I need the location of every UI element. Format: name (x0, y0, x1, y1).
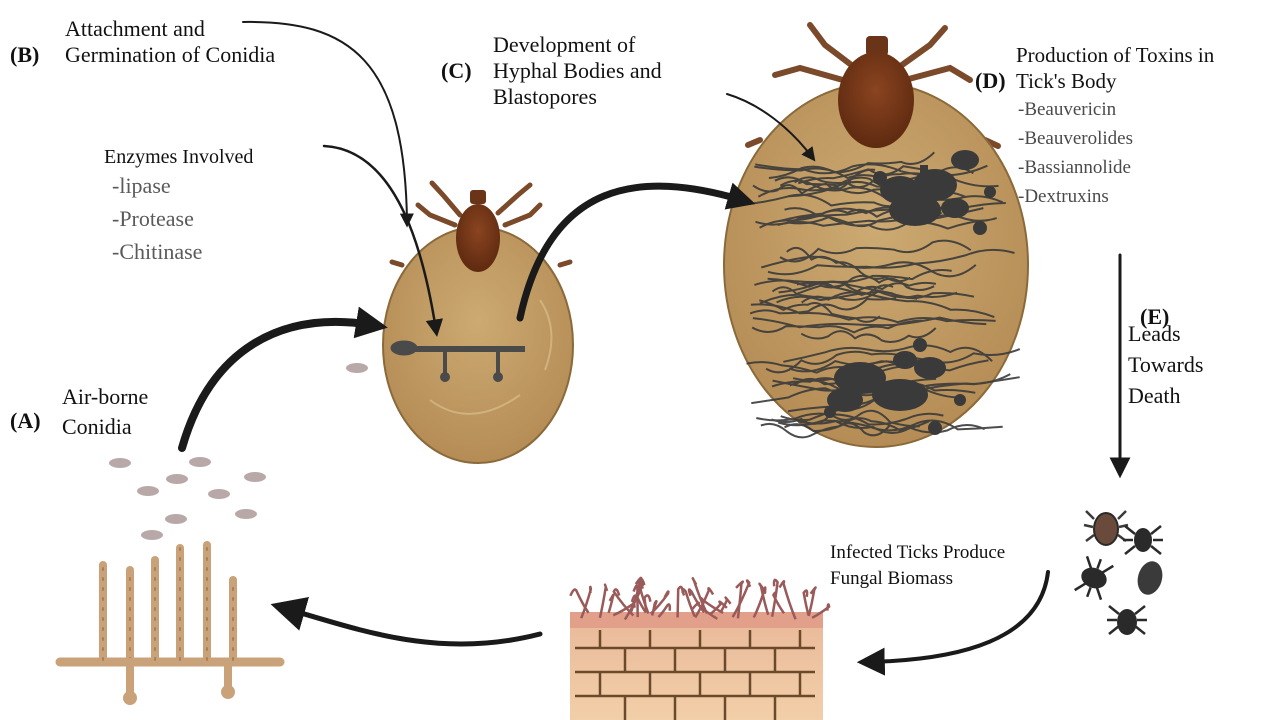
step-a-label: Air-borne Conidia (62, 382, 148, 442)
step-c-label: Development of Hyphal Bodies and Blastop… (493, 32, 662, 110)
tick-early-infection (383, 183, 573, 463)
step-e-label: Leads Towards Death (1128, 318, 1203, 411)
dead-ticks-group (1074, 511, 1166, 635)
mycelium-strand (609, 595, 614, 613)
label-step-b: (B) (10, 16, 39, 68)
label-step-a: (A) (10, 382, 41, 434)
step-a-tag: (A) (10, 408, 41, 433)
enzyme-item: -Chitinase (112, 235, 202, 268)
enzyme-item: -lipase (112, 169, 202, 202)
step-b-label: Attachment and Germination of Conidia (65, 16, 275, 68)
mycelium-strand (614, 589, 634, 615)
enzyme-item: -Protease (112, 202, 202, 235)
fungal-biomass-on-cuticle (570, 578, 829, 720)
enzyme-list: -lipase -Protease -Chitinase (112, 169, 202, 268)
step-b-tag: (B) (10, 42, 39, 67)
toxin-item: -Beauverolides (1018, 124, 1133, 153)
step-d-tag: (D) (975, 68, 1006, 93)
step-d-label: Production of Toxins in Tick's Body (1016, 42, 1214, 94)
mycelium-strand (809, 587, 816, 616)
mycelium-strand (772, 580, 778, 617)
label-step-c: (C) (441, 32, 472, 84)
toxin-item: -Dextruxins (1018, 182, 1133, 211)
toxin-list: -Beauvericin -Beauverolides -Bassiannoli… (1018, 95, 1133, 211)
arrow-a-to-b (182, 322, 372, 448)
mycelium-strand (804, 591, 809, 616)
enzymes-title: Enzymes Involved (104, 144, 253, 170)
label-step-d: (D) (975, 42, 1006, 94)
toxin-item: -Bassiannolide (1018, 153, 1133, 182)
conidiophore-cluster (60, 545, 280, 705)
biomass-label: Infected Ticks Produce Fungal Biomass (830, 540, 1005, 592)
toxin-item: -Beauvericin (1018, 95, 1133, 124)
step-c-tag: (C) (441, 58, 472, 83)
arrow-biomass-to-a (284, 608, 540, 644)
